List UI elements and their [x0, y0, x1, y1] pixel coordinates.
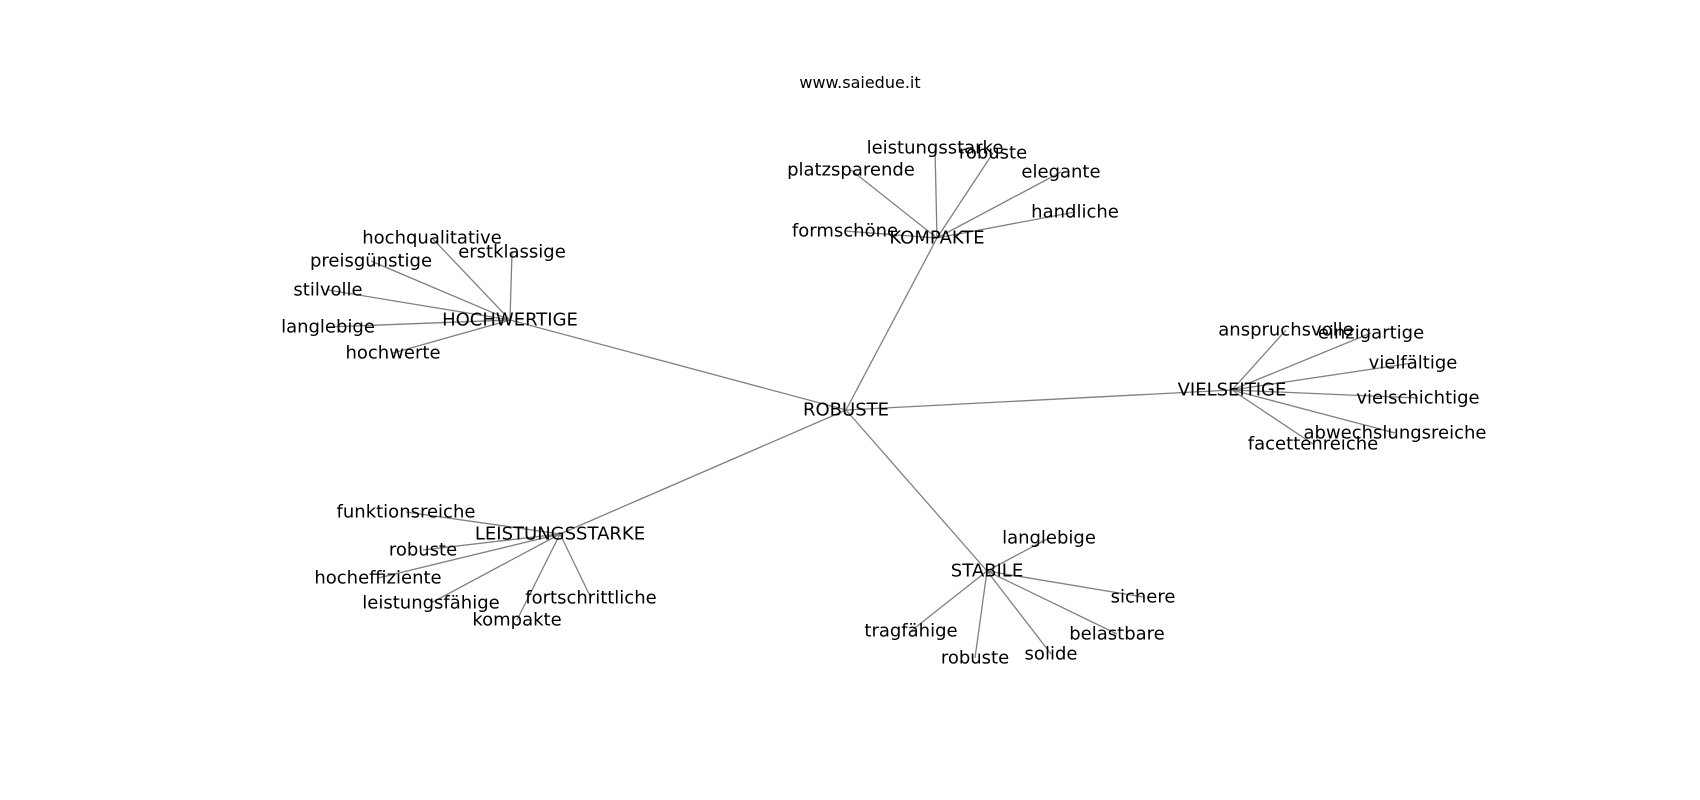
leaf-node-leistungsstarke-fortschrittliche: fortschrittliche [525, 588, 656, 609]
edge-leistungsstarke-funktionsreiche [405, 511, 561, 535]
leaf-node-kompakte-elegante: elegante [1021, 162, 1100, 183]
hub-node-leistungsstarke: LEISTUNGSSTARKE [475, 524, 645, 545]
edge-kompakte-leistungsstarke [934, 147, 938, 239]
leaf-node-stabile-belastbare: belastbare [1069, 624, 1165, 645]
leaf-node-kompakte-formschone: formschöne [792, 221, 898, 242]
leaf-node-hochwertige-erstklassige: erstklassige [458, 242, 566, 263]
leaf-node-kompakte-platzsparende: platzsparende [787, 160, 915, 181]
leaf-node-vielseitige-vielfaltige: vielfältige [1369, 353, 1458, 374]
leaf-node-vielseitige-anspruchsvolle: anspruchsvolle [1218, 320, 1353, 341]
edge-root-vielseitige [845, 389, 1233, 411]
leaf-node-stabile-sichere: sichere [1111, 587, 1176, 608]
leaf-node-stabile-robuste: robuste [941, 648, 1009, 669]
leaf-node-hochwertige-langlebige: langlebige [281, 317, 375, 338]
edge-vielseitige-einzigartige [1231, 332, 1372, 391]
edge-kompakte-robuste [936, 152, 994, 239]
leaf-node-vielseitige-vielschichtige: vielschichtige [1356, 388, 1479, 409]
graph-labels: ROBUSTEKOMPAKTEleistungsstarkerobustepla… [281, 138, 1486, 669]
edge-vielseitige-abwechslungsreiche [1231, 389, 1396, 434]
leaf-node-leistungsstarke-funktionsreiche: funktionsreiche [337, 502, 476, 523]
hub-node-hochwertige: HOCHWERTIGE [442, 310, 578, 331]
leaf-node-kompakte-handliche: handliche [1031, 202, 1119, 223]
edge-stabile-tragfahige [910, 570, 988, 632]
edge-kompakte-handliche [936, 211, 1076, 239]
leaf-node-stabile-tragfahige: tragfähige [864, 621, 957, 642]
leaf-node-vielseitige-abwechslungsreiche: abwechslungsreiche [1303, 423, 1486, 444]
root-node-label: ROBUSTE [803, 400, 889, 421]
leaf-node-leistungsstarke-leistungsfahige: leistungsfähige [362, 593, 499, 614]
edge-stabile-belastbare [986, 570, 1118, 635]
edge-hochwertige-erstklassige [509, 251, 513, 321]
hub-node-kompakte: KOMPAKTE [889, 228, 984, 249]
edge-hochwertige-langlebige [327, 319, 511, 328]
edge-hochwertige-preisgunstige [370, 260, 511, 321]
leaf-node-hochwertige-hochqualitative: hochqualitative [362, 228, 501, 249]
edge-vielseitige-vielschichtige [1231, 389, 1419, 399]
site-url: www.saiedue.it [799, 73, 920, 92]
edge-leistungsstarke-kompakte [516, 533, 561, 621]
edge-root-kompakte [845, 237, 938, 411]
edge-kompakte-platzsparende [850, 169, 938, 239]
edge-leistungsstarke-fortschrittliche [559, 533, 592, 599]
leaf-node-leistungsstarke-robuste: robuste [389, 540, 457, 561]
leaf-node-stabile-langlebige: langlebige [1002, 528, 1096, 549]
edge-leistungsstarke-robuste [422, 533, 561, 551]
edge-kompakte-elegante [936, 171, 1062, 239]
hub-node-stabile: STABILE [951, 561, 1023, 582]
edge-stabile-sichere [986, 570, 1144, 598]
edge-kompakte-formschone [844, 230, 938, 239]
edge-root-stabile [845, 409, 988, 572]
edge-hochwertige-hochwerte [392, 319, 511, 354]
edge-leistungsstarke-hocheffiziente [377, 533, 561, 579]
leaf-node-vielseitige-facettenreiche: facettenreiche [1248, 434, 1378, 455]
edge-hochwertige-hochqualitative [431, 237, 511, 321]
leaf-node-hochwertige-preisgunstige: preisgünstige [310, 251, 432, 272]
leaf-node-vielseitige-einzigartige: einzigartige [1318, 323, 1424, 344]
leaf-node-kompakte-leistungsstarke: leistungsstarke [867, 138, 1004, 159]
graph-edges [327, 147, 1419, 659]
leaf-node-stabile-solide: solide [1025, 644, 1078, 665]
edge-leistungsstarke-leistungsfahige [430, 533, 561, 604]
edge-vielseitige-vielfaltige [1231, 362, 1414, 391]
edge-stabile-langlebige [986, 537, 1050, 572]
edge-vielseitige-anspruchsvolle [1231, 329, 1287, 391]
edge-hochwertige-stilvolle [327, 289, 511, 321]
edge-vielseitige-facettenreiche [1231, 389, 1314, 445]
leaf-node-leistungsstarke-kompakte: kompakte [472, 610, 561, 631]
hub-node-vielseitige: VIELSEITIGE [1178, 380, 1287, 401]
edge-stabile-robuste [974, 570, 988, 659]
leaf-node-kompakte-robuste: robuste [959, 143, 1027, 164]
leaf-node-leistungsstarke-hocheffiziente: hocheffiziente [314, 568, 441, 589]
edge-root-leistungsstarke [559, 409, 847, 535]
leaf-node-hochwertige-hochwerte: hochwerte [345, 343, 440, 364]
leaf-node-hochwertige-stilvolle: stilvolle [293, 280, 362, 301]
edge-root-hochwertige [509, 319, 847, 411]
edge-stabile-solide [986, 570, 1052, 655]
